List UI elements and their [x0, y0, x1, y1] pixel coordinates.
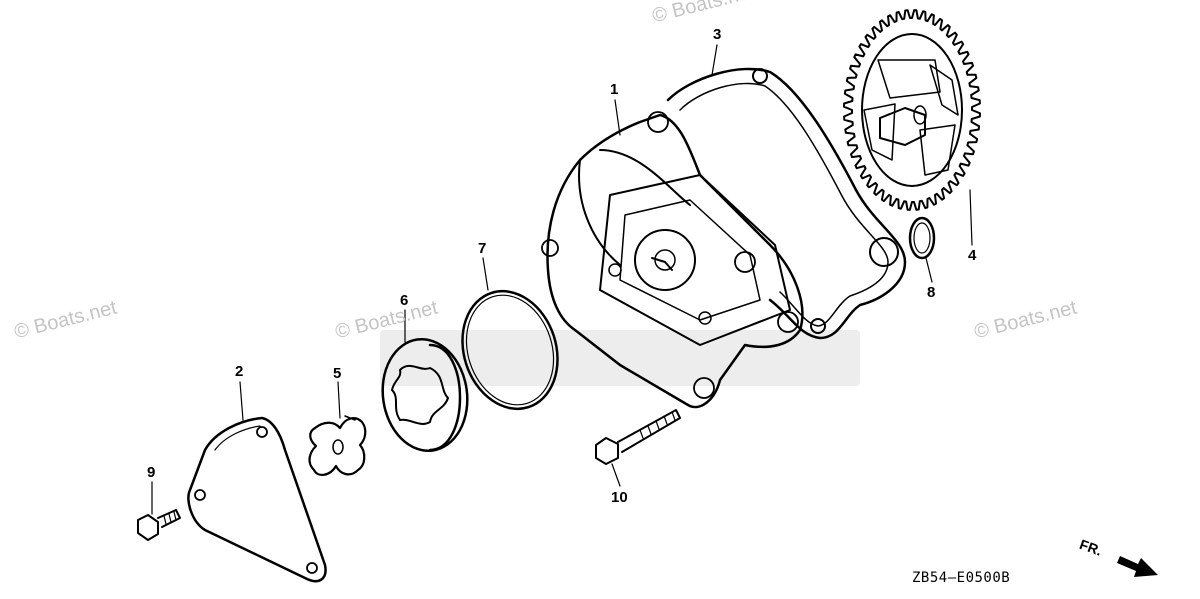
callout-8: 8 [927, 284, 936, 301]
part-3-gasket [666, 67, 907, 340]
callout-2: 2 [235, 363, 244, 380]
front-direction-arrow [1117, 556, 1158, 577]
callout-10: 10 [611, 489, 628, 506]
part-5-inner-rotor [308, 415, 367, 476]
callout-5: 5 [333, 365, 342, 382]
background-brand-stipple [380, 330, 860, 386]
callout-6: 6 [400, 292, 409, 309]
part-9-bolt [137, 509, 181, 541]
callout-3: 3 [713, 26, 722, 43]
callout-1: 1 [610, 81, 619, 98]
callout-7: 7 [478, 240, 487, 257]
part-8-small-o-ring [908, 216, 936, 260]
part-2-cover-plate [187, 416, 327, 583]
leader-lines [151, 44, 973, 515]
callout-9: 9 [147, 464, 156, 481]
callout-4: 4 [968, 247, 977, 264]
part-6-outer-rotor [381, 337, 469, 453]
gear-teeth [843, 9, 981, 211]
part-10-bolt [595, 409, 681, 465]
part-4-gear [843, 9, 981, 211]
diagram-code: ZB54—E0500B [912, 570, 1011, 586]
part-7-large-o-ring [461, 289, 559, 411]
part-1-pump-housing [541, 111, 804, 409]
